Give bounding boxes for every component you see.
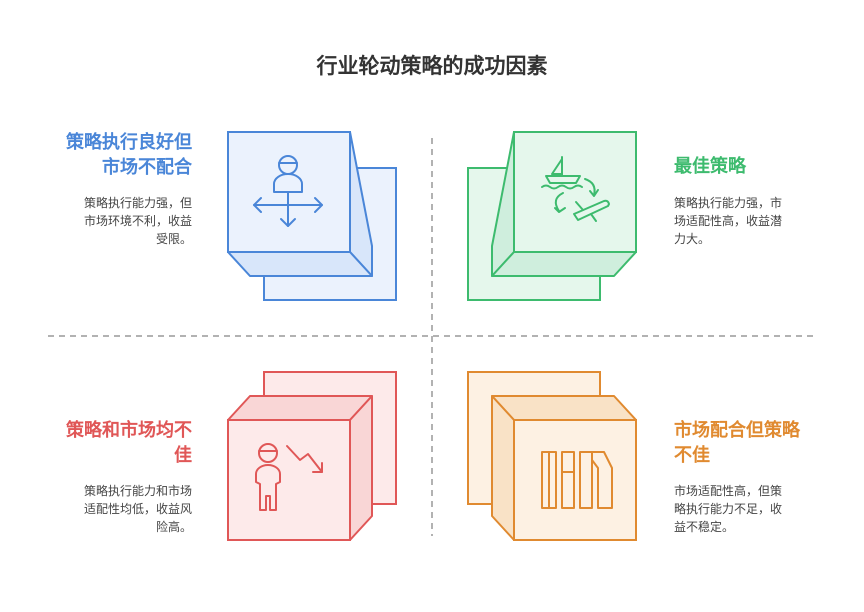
quadrant-bottom-left-title: 策略和市场均不 佳	[66, 420, 192, 466]
quadrant-bottom-right-title: 市场配合但策略 不佳	[674, 420, 800, 466]
quadrant-top-left-shape	[227, 131, 397, 301]
page-title: 行业轮动策略的成功因素	[316, 54, 548, 78]
bars-icon	[541, 451, 613, 509]
quadrant-bottom-left-shape	[227, 371, 397, 541]
person-arrows-icon	[253, 155, 323, 227]
quadrant-bottom-left-description: 策略执行能力和市场 适配性均低，收益风 险高。	[83, 484, 192, 534]
quadrant-top-right-description: 策略执行能力强，市 场适配性高，收益潜 力大。	[674, 196, 783, 246]
person-downtrend-icon	[255, 443, 323, 511]
quadrant-bottom-right-shape	[467, 371, 637, 541]
quadrant-top-right-title: 最佳策略	[674, 156, 746, 177]
quadrant-top-right-shape	[467, 131, 637, 301]
quadrant-top-left-title: 策略执行良好但 市场不配合	[66, 132, 192, 178]
boat-plane-cycle-icon	[541, 156, 610, 222]
quadrant-bottom-right-description: 市场适配性高，但策 略执行能力不足，收 益不稳定。	[674, 484, 783, 534]
quadrant-top-left-description: 策略执行能力强，但 市场环境不利，收益 受限。	[83, 196, 192, 246]
